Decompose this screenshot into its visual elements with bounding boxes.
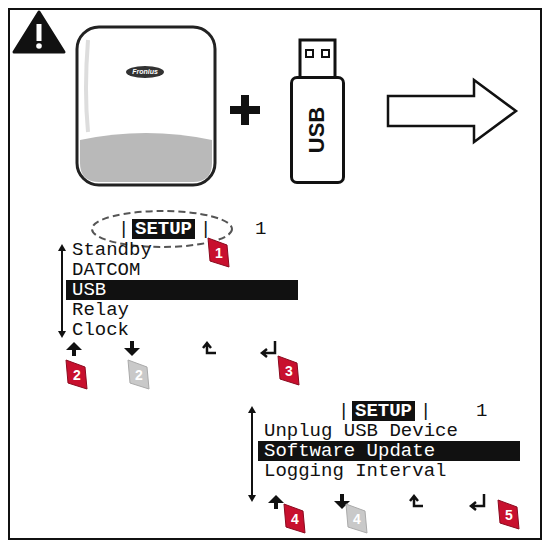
warning-mark: [37, 24, 42, 41]
usb-stick: USB: [290, 76, 345, 184]
frame: [9, 9, 541, 539]
plus-sign: [241, 95, 249, 125]
node-text: USB: [305, 107, 329, 153]
callout-flag: [208, 238, 229, 267]
result-arrow: [388, 80, 516, 142]
inverter-housing: [77, 27, 215, 185]
menu-text: |: [200, 219, 211, 239]
down-button: [124, 348, 140, 356]
selected-menu-item: USB: [66, 280, 298, 300]
menu-text: |: [118, 219, 129, 239]
usb-connector: [300, 40, 335, 78]
brand-logo: Fronius: [132, 68, 158, 76]
scroll-up: [248, 406, 256, 413]
menu-title-highlight: SETUP: [132, 219, 195, 239]
callout-number: 4: [291, 512, 299, 527]
node-text: SETUP: [355, 400, 412, 422]
callout-flag: [128, 360, 149, 389]
menu-text: DATCOM: [72, 260, 140, 280]
node-text: Software Update: [264, 440, 435, 462]
menu-text: |: [420, 401, 431, 421]
menu-text: |: [338, 401, 349, 421]
selected-menu-item: Software Update: [258, 441, 520, 461]
callout-number: 2: [135, 368, 143, 383]
scroll-bar: [61, 250, 63, 332]
inverter-highlight: [86, 40, 88, 132]
callout-flag: [346, 504, 367, 533]
inverter-logo-badge: [126, 66, 164, 78]
down-button: [340, 494, 344, 502]
enter-button: [262, 341, 275, 357]
callout-number: 1: [215, 246, 223, 261]
menu-text: 1: [255, 219, 266, 239]
callout-number: 2: [73, 368, 81, 383]
scroll-up: [58, 244, 66, 251]
scroll-bar: [251, 412, 253, 496]
menu-text: Standby: [72, 240, 152, 260]
callout-flag: [66, 360, 87, 389]
menu-text: Relay: [72, 300, 129, 320]
callout-number: 5: [505, 508, 513, 523]
enter-button: [471, 494, 484, 510]
up-button: [274, 502, 278, 509]
up-button: [66, 342, 82, 350]
usb-contact: [322, 50, 329, 57]
usb-contact: [306, 50, 313, 57]
up-button: [72, 349, 76, 356]
back-button: [203, 343, 216, 353]
node-text: USB: [72, 279, 106, 301]
callout-flag: [498, 500, 519, 529]
menu-text: Clock: [72, 320, 129, 340]
up-button: [268, 495, 284, 503]
callout-flag: [278, 356, 299, 385]
scroll-down: [248, 495, 256, 502]
down-button: [130, 341, 134, 349]
menu-text: Unplug USB Device: [264, 421, 458, 441]
scroll-down: [58, 331, 66, 338]
warning-triangle: [14, 12, 64, 52]
warning-dot: [36, 43, 42, 49]
callout-flag: [284, 504, 305, 533]
callout-number: 4: [353, 512, 361, 527]
callout-number: 3: [285, 364, 293, 379]
menu-text: Logging Interval: [264, 461, 446, 481]
node-text: SETUP: [135, 218, 192, 240]
menu-title-highlight: SETUP: [352, 401, 415, 421]
back-button: [410, 496, 423, 506]
inverter-base: [80, 133, 212, 182]
menu-text: 1: [476, 401, 487, 421]
